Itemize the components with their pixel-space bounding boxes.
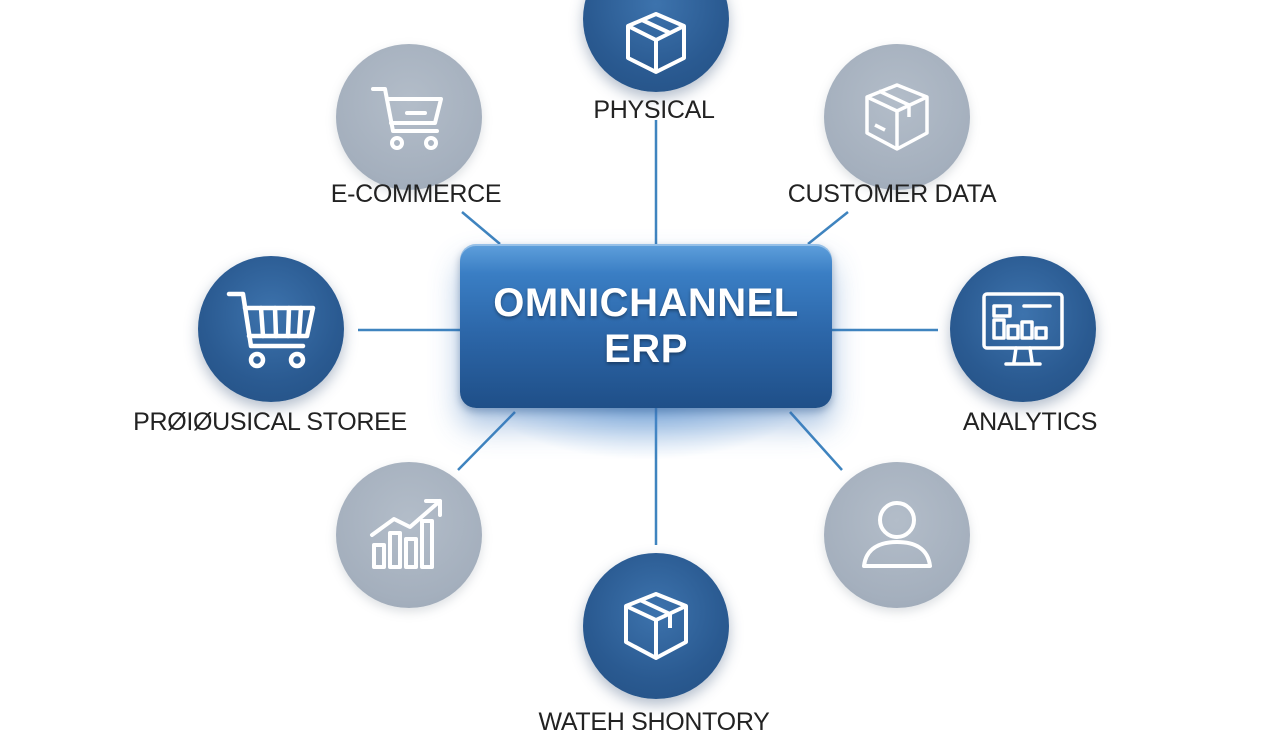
node-warehouse-inventory — [583, 553, 729, 699]
connector-upper-left — [461, 211, 501, 245]
label-warehouse-inventory: WATEH SHONTORY — [538, 708, 770, 736]
node-analytics — [950, 256, 1096, 402]
node-customer — [824, 462, 970, 608]
label-e-commerce: E-COMMERCE — [330, 180, 502, 208]
node-physical-store — [198, 256, 344, 402]
hub-glow — [490, 400, 802, 460]
node-e-commerce — [336, 44, 482, 190]
label-physical: PHYSICAL — [593, 96, 715, 124]
hub-title-line2: ERP — [604, 327, 688, 371]
box-icon — [624, 592, 688, 660]
shopping-cart-icon — [371, 87, 443, 150]
connector-upper-right — [807, 211, 849, 245]
box-icon — [626, 12, 686, 74]
label-customer-data: CUSTOMER DATA — [787, 180, 997, 208]
label-analytics: ANALYTICS — [962, 408, 1098, 436]
label-physical-store: PRØIØUSICAL STOREE — [133, 408, 407, 436]
package-icon — [865, 83, 929, 151]
node-customer-data — [824, 44, 970, 190]
omnichannel-diagram: OMNICHANNEL ERP PHYSICAL E-COMMERCE — [133, 0, 1098, 736]
node-growth — [336, 462, 482, 608]
user-icon — [862, 501, 932, 568]
hub-title-line1: OMNICHANNEL — [493, 281, 799, 325]
shopping-cart-icon — [226, 291, 316, 369]
hub-omnichannel-erp: OMNICHANNEL ERP — [460, 244, 832, 408]
monitor-chart-icon — [982, 292, 1064, 366]
bar-chart-trend-icon — [370, 499, 442, 569]
